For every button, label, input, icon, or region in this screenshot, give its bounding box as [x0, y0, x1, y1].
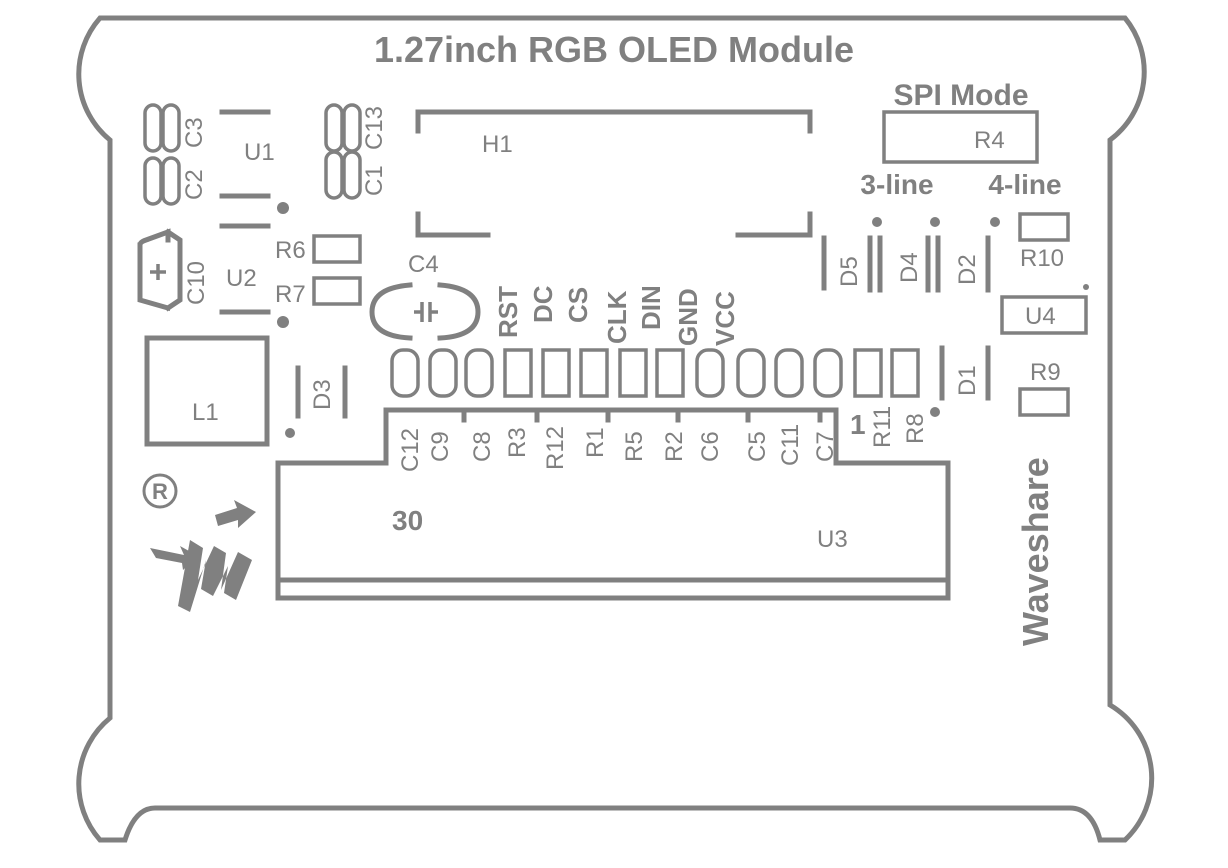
h1-label: H1	[482, 131, 513, 158]
r5-label: R5	[621, 431, 648, 462]
r2-label: R2	[661, 431, 688, 462]
r11-label: R11	[869, 406, 896, 448]
r4-label: R4	[974, 127, 1005, 154]
c13-label: C13	[361, 106, 388, 150]
r12-label: R12	[542, 426, 569, 470]
u3-pin-first: 1	[850, 409, 866, 440]
d4-outline	[925, 235, 941, 293]
pin-label-din: DIN	[636, 285, 666, 330]
c10-outline	[137, 228, 183, 312]
u2-pin1-dot	[277, 316, 289, 328]
c1-label: C1	[361, 165, 388, 196]
c6-label: C6	[697, 431, 724, 462]
pin-label-gnd: GND	[673, 288, 703, 346]
c10-polarity-mark	[150, 264, 166, 280]
r4-footprint	[882, 110, 1039, 164]
u4-label: U4	[1025, 303, 1056, 330]
c5-label: C5	[744, 431, 771, 462]
board-outline	[76, 15, 1155, 843]
pin-label-rst: RST	[493, 286, 523, 338]
c9-label: C9	[427, 431, 454, 462]
d3-outline	[295, 365, 348, 419]
c10-label: C10	[183, 261, 210, 305]
cap-pads-c3-c2	[143, 103, 181, 206]
u2-label: U2	[226, 265, 257, 292]
r7-label: R7	[275, 281, 306, 308]
u2-outline	[219, 223, 271, 315]
r9-label: R9	[1030, 359, 1061, 386]
d2-label: D2	[954, 254, 981, 285]
r8-dot	[930, 407, 940, 417]
c7-label: C7	[812, 431, 839, 462]
l1-footprint	[144, 335, 270, 447]
waveshare-logo: R	[142, 473, 256, 612]
r6-label: R6	[275, 237, 306, 264]
d2-dot	[990, 217, 1000, 227]
c4-polarity-mark	[414, 302, 438, 322]
r10-footprint	[1018, 212, 1070, 242]
r1-label: R1	[582, 427, 609, 458]
connector-ticks	[461, 407, 823, 423]
pin-label-cs: CS	[563, 287, 593, 323]
pin-label-dc: DC	[528, 285, 558, 323]
u3-pin-last: 30	[392, 505, 423, 536]
c12-label: C12	[397, 428, 424, 472]
r3-label: R3	[504, 427, 531, 458]
u3-connector-outline	[275, 407, 951, 601]
option-3line-label: 3-line	[860, 169, 933, 200]
d1-outline	[939, 345, 991, 401]
brand-text: Waveshare	[1015, 457, 1056, 646]
u1-pin1-dot	[277, 202, 289, 214]
r9-footprint	[1018, 387, 1070, 417]
cap-pads-c13-c1	[324, 103, 362, 200]
r6-footprint	[312, 234, 362, 264]
r7-footprint	[312, 276, 362, 306]
u4-dot	[1083, 284, 1089, 290]
d3-pin1-dot	[285, 428, 295, 438]
registered-mark: R	[152, 479, 168, 504]
d5-label: D5	[836, 256, 863, 287]
u3-label: U3	[817, 526, 848, 553]
l1-label: L1	[192, 399, 219, 426]
d4-label: D4	[896, 252, 923, 283]
passive-footprint-row	[390, 348, 920, 398]
d1-label: D1	[954, 365, 981, 396]
u1-outline	[219, 109, 271, 199]
c4-label: C4	[408, 251, 439, 278]
d5-dot	[872, 217, 882, 227]
c3-label: C3	[181, 117, 208, 148]
d5-outline	[821, 235, 883, 293]
u1-label: U1	[244, 139, 275, 166]
r8-label: R8	[902, 413, 929, 444]
h1-outline	[415, 109, 813, 238]
option-4line-label: 4-line	[988, 169, 1061, 200]
pin-label-vcc: VCC	[710, 291, 740, 346]
u4-footprint	[1000, 295, 1088, 335]
d3-label: D3	[309, 379, 336, 410]
c8-label: C8	[469, 431, 496, 462]
pin-label-clk: CLK	[602, 290, 632, 344]
d4-dot	[930, 217, 940, 227]
c4-outline	[369, 282, 481, 341]
r10-label: R10	[1020, 245, 1064, 272]
c2-label: C2	[181, 169, 208, 200]
spi-mode-label: SPI Mode	[893, 79, 1028, 112]
board-title: 1.27inch RGB OLED Module	[374, 29, 854, 70]
c11-label: C11	[777, 424, 804, 466]
